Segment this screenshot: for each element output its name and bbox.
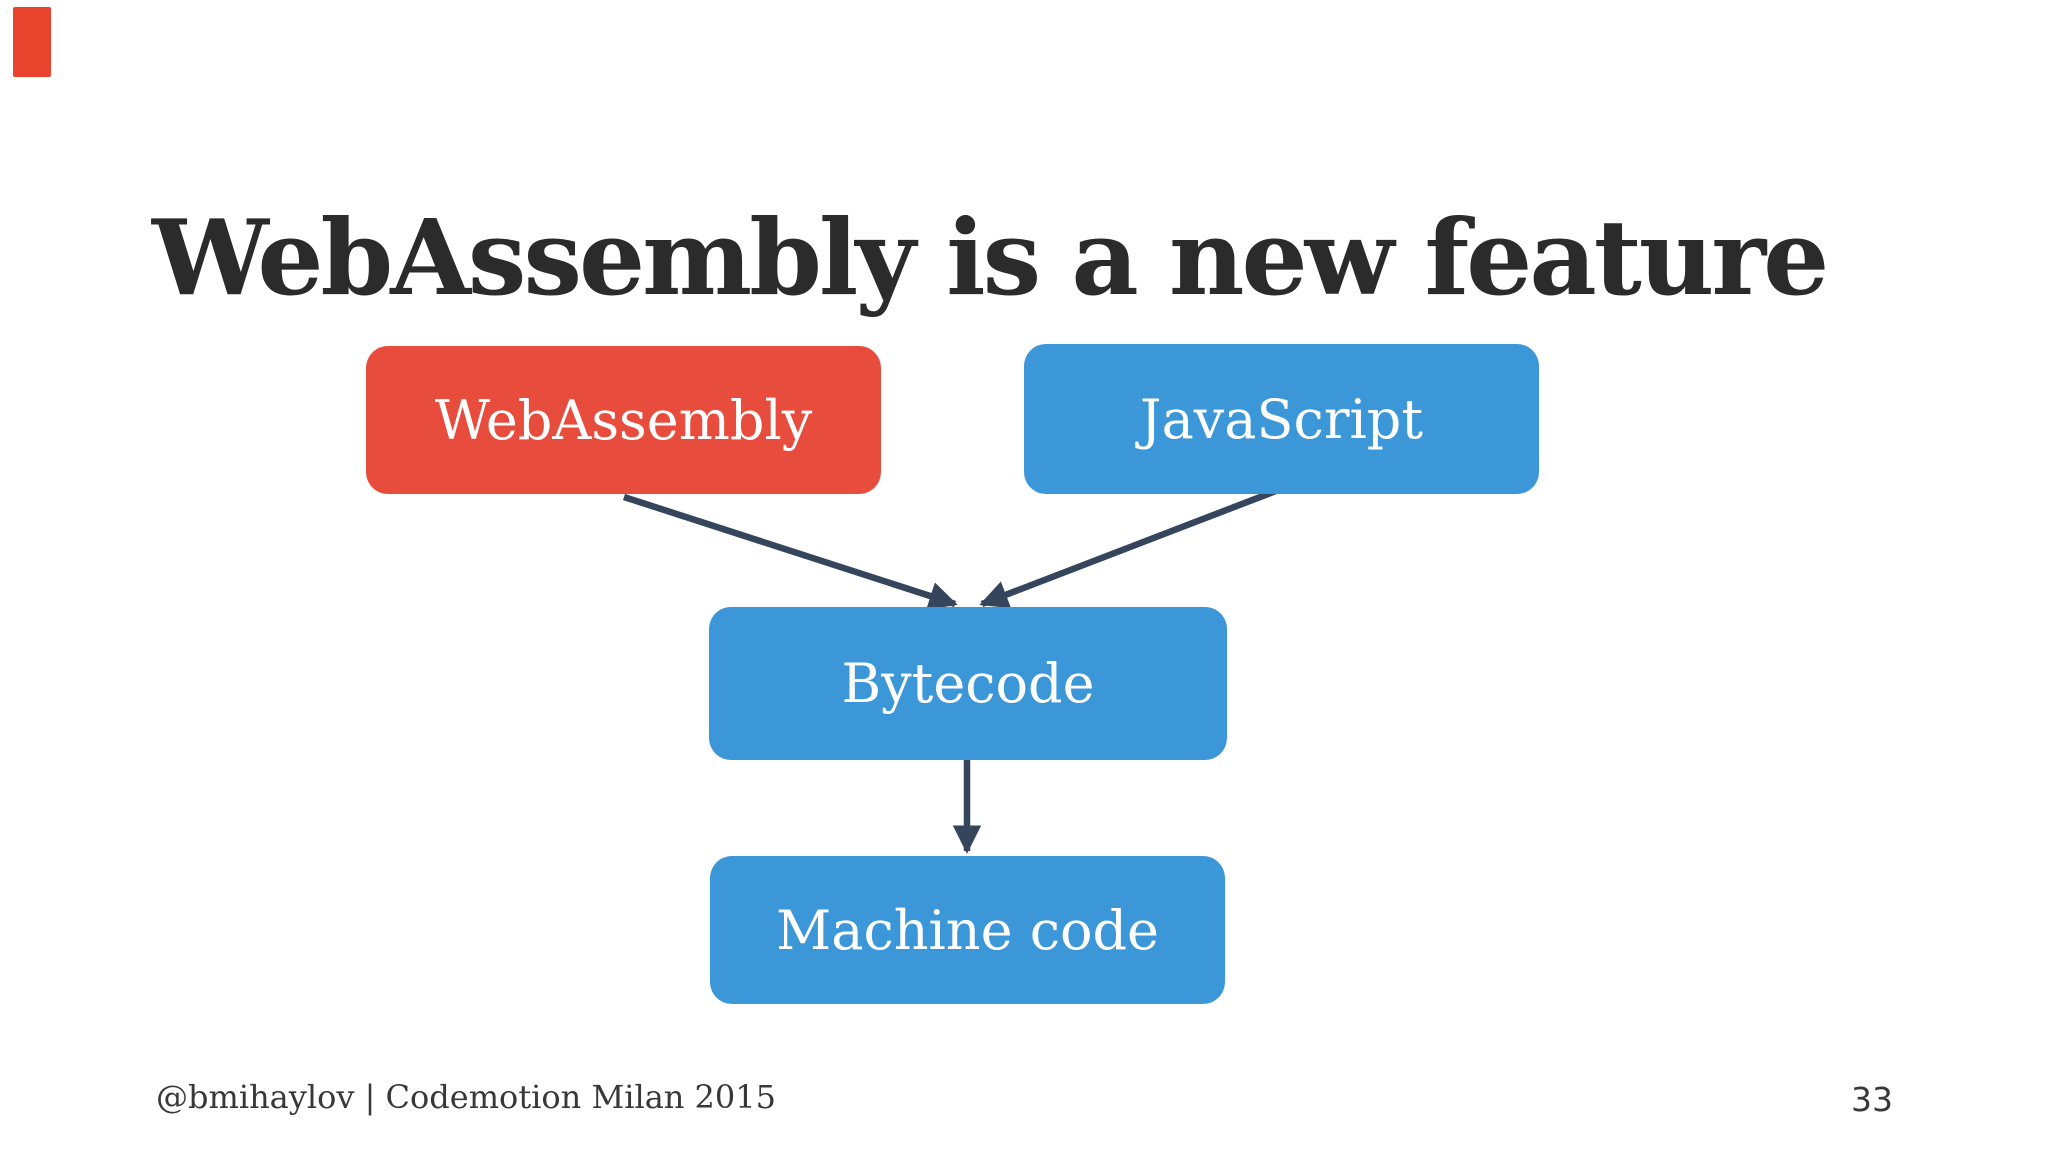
node-webassembly-label: WebAssembly [434, 388, 813, 452]
node-bytecode: Bytecode [709, 607, 1227, 760]
red-corner-marker [13, 7, 51, 77]
edge-javascript-to-bytecode [979, 485, 1283, 609]
edge-webassembly-to-bytecode [623, 493, 958, 610]
node-bytecode-label: Bytecode [841, 652, 1095, 715]
footer-credit: @bmihaylov | Codemotion Milan 2015 [156, 1078, 776, 1116]
slide-title: WebAssembly is a new feature [152, 195, 1829, 319]
node-webassembly: WebAssembly [366, 346, 881, 494]
node-javascript-label: JavaScript [1139, 387, 1424, 451]
node-javascript: JavaScript [1024, 344, 1539, 494]
node-machine-code-label: Machine code [776, 898, 1159, 962]
page-number: 33 [1851, 1080, 1893, 1119]
node-machine-code: Machine code [710, 856, 1225, 1004]
